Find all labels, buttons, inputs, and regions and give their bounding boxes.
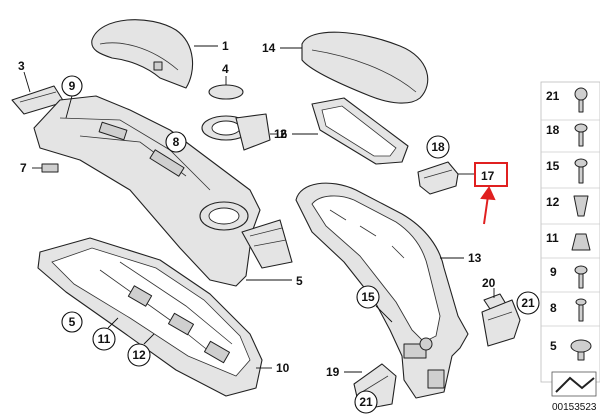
screw-shank-icon (578, 131, 584, 147)
ref-21b-text: 21 (359, 395, 373, 409)
part-16-storage-tray[interactable] (311, 97, 409, 165)
ref-circle-12[interactable]: 12 (127, 333, 155, 367)
label-17[interactable]: 17 (481, 169, 495, 183)
screw-shank-icon (578, 304, 584, 322)
label-13[interactable]: 13 (468, 251, 482, 265)
part-4-disc[interactable] (208, 84, 244, 100)
ref-circle-9[interactable]: 9 (61, 75, 83, 119)
screw-head-icon (574, 158, 588, 168)
legend-5-num: 5 (550, 339, 557, 353)
legend-item-21[interactable]: 21 (546, 87, 588, 113)
label-2[interactable]: 2 (280, 127, 287, 141)
ref-18-text: 18 (431, 140, 445, 154)
part-2-ring[interactable] (201, 113, 271, 151)
label-1[interactable]: 1 (222, 39, 229, 53)
legend-item-18[interactable]: 18 (546, 123, 588, 147)
screw-shank-icon (578, 99, 584, 113)
legend-item-15[interactable]: 15 (546, 158, 588, 184)
legend-21-num: 21 (546, 89, 560, 103)
part-17-cover-clip[interactable] (417, 161, 459, 195)
leader-3 (23, 71, 31, 93)
fastener-legend (540, 81, 600, 383)
legend-12-num: 12 (546, 195, 560, 209)
label-16[interactable]: 16 (274, 127, 288, 141)
part-side-bracket[interactable] (481, 299, 521, 347)
part-14-armrest-cushion[interactable] (301, 31, 429, 104)
ref-5-text: 5 (69, 315, 76, 329)
legend-18-num: 18 (546, 123, 560, 137)
label-7[interactable]: 7 (20, 161, 27, 175)
label-5[interactable]: 5 (296, 274, 303, 288)
label-19[interactable]: 19 (326, 365, 340, 379)
part-13-armrest-frame[interactable] (295, 182, 469, 399)
plug-stem-icon (577, 351, 585, 361)
part-7-clip[interactable] (41, 163, 59, 173)
part-5-upper-console[interactable] (33, 95, 293, 287)
part-1-cover[interactable] (91, 19, 194, 89)
legend-item-5[interactable]: 5 (550, 339, 592, 361)
ref-circle-21b[interactable]: 21 (354, 390, 378, 414)
ref-circle-21a[interactable]: 21 (516, 291, 540, 315)
ref-15-text: 15 (361, 290, 375, 304)
part-10-lower-frame[interactable] (37, 237, 263, 397)
legend-item-8[interactable]: 8 (550, 298, 587, 322)
ref-circle-18[interactable]: 18 (426, 135, 450, 159)
legend-item-11[interactable]: 11 (546, 231, 591, 251)
ref-9-text: 9 (69, 79, 76, 93)
legend-15-num: 15 (546, 159, 560, 173)
ref-8-text: 8 (173, 135, 180, 149)
ref-circle-15[interactable]: 15 (356, 285, 393, 323)
legend-item-9[interactable]: 9 (550, 265, 588, 289)
clip-nut-icon (573, 195, 589, 217)
drawing-code: 00153523 (552, 402, 597, 413)
screw-shank-icon (578, 273, 584, 289)
label-20[interactable]: 20 (482, 276, 496, 290)
screw-head-icon (574, 87, 588, 101)
ref-circle-8[interactable]: 8 (165, 131, 187, 153)
screw-shank-icon (578, 166, 584, 184)
grommet-icon (571, 233, 591, 251)
label-10[interactable]: 10 (276, 361, 290, 375)
highlight-box-17 (474, 162, 508, 187)
plug-icon (570, 339, 592, 353)
legend-item-12[interactable]: 12 (546, 195, 589, 217)
screw-head-icon (574, 265, 588, 275)
legend-8-num: 8 (550, 301, 557, 315)
ref-circle-5[interactable]: 5 (61, 311, 83, 333)
ref-12-text: 12 (132, 348, 146, 362)
label-3[interactable]: 3 (18, 59, 25, 73)
label-14[interactable]: 14 (262, 41, 276, 55)
ref-11-text: 11 (98, 332, 111, 346)
footer-symbol-icon (551, 371, 597, 397)
ref-21a-text: 21 (521, 296, 535, 310)
screw-head-icon (574, 123, 588, 133)
label-4[interactable]: 4 (222, 62, 229, 76)
screw-head-icon (575, 298, 587, 306)
ref-circle-11[interactable]: 11 (92, 317, 119, 351)
legend-11-num: 11 (546, 231, 559, 245)
highlight-arrow (480, 185, 496, 225)
legend-9-num: 9 (550, 265, 557, 279)
